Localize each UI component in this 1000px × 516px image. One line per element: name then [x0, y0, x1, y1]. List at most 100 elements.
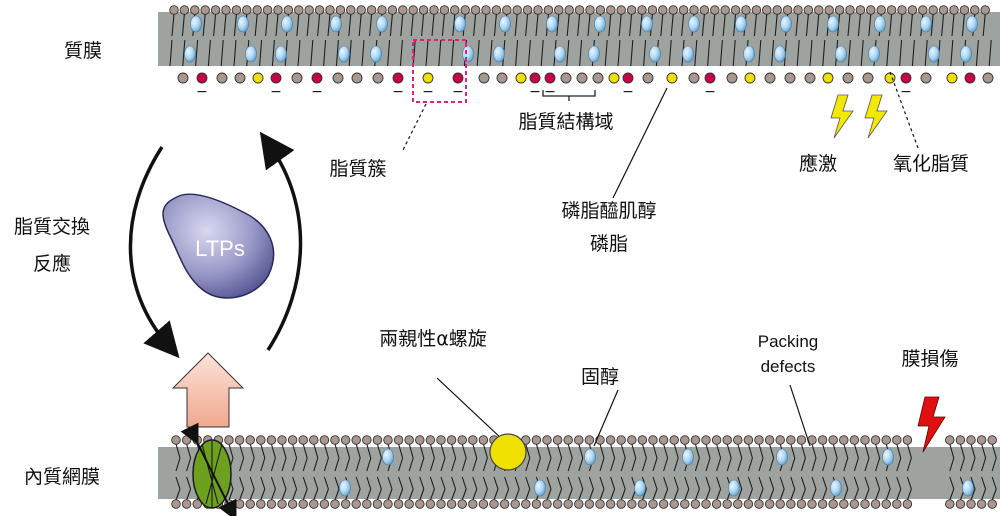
lipid-tail	[429, 457, 435, 472]
lipid-head	[976, 499, 987, 509]
lipid-tail	[753, 13, 757, 37]
yellow-lipid-head	[252, 72, 264, 84]
lipid-tail	[949, 443, 955, 459]
lipid-tail	[249, 476, 255, 490]
lipid-tail	[348, 39, 352, 67]
lipid-head	[733, 499, 743, 509]
lipid-head	[730, 5, 741, 15]
amphipathic-helix-label: 兩親性α螺旋	[379, 328, 487, 350]
lipid-head	[980, 5, 990, 15]
lipid-tail	[712, 13, 716, 37]
lipid-head	[678, 5, 689, 15]
charged-lipid-head	[622, 72, 634, 84]
lipid-tail	[737, 443, 743, 459]
lipid-head	[256, 499, 266, 509]
lipid-head	[372, 499, 383, 509]
lipid-tail	[323, 476, 329, 490]
lipid-tail	[822, 488, 828, 501]
lipid-tail	[673, 476, 679, 490]
lipid-head	[404, 499, 414, 509]
lipid-head	[221, 5, 231, 15]
sterol	[237, 15, 249, 33]
lipid-tail	[663, 457, 669, 472]
lipid-head	[982, 72, 994, 84]
lipid-head	[398, 5, 408, 15]
lipid-tail	[758, 488, 764, 501]
lipid-head	[966, 499, 976, 509]
lipid-tail	[376, 443, 382, 459]
lipid-head	[928, 5, 938, 15]
lipid-tail	[843, 443, 849, 459]
lipid-head	[245, 499, 255, 509]
lipid-tail	[577, 13, 581, 37]
lipid-tail	[811, 488, 817, 501]
lipid-tail	[271, 39, 275, 67]
lipid-head	[855, 5, 866, 15]
lipid-head	[945, 435, 955, 445]
lipid-tail	[317, 13, 321, 37]
sterol	[330, 15, 342, 33]
lipid-tail	[557, 457, 563, 472]
lipid-head	[881, 435, 891, 445]
sterol	[554, 45, 566, 63]
lipid-tail	[493, 488, 499, 501]
sterol	[339, 479, 351, 497]
lipid-tail	[832, 443, 838, 459]
stress-label: 應激	[799, 152, 837, 175]
lipid-head	[563, 499, 573, 509]
lipid-tail	[408, 488, 414, 501]
lipid-head	[726, 72, 738, 84]
lipid-head	[804, 72, 816, 84]
charged-lipid-head	[452, 72, 464, 84]
lipid-tail	[599, 443, 605, 459]
lipid-head	[892, 499, 902, 509]
lipid-tail	[868, 13, 872, 37]
lipid-tail	[779, 488, 785, 501]
lipid-tail	[376, 488, 382, 501]
lipid-head	[521, 499, 531, 509]
lipid-head	[291, 72, 303, 84]
lipid-tail	[239, 488, 245, 501]
lipid-tail	[296, 13, 300, 37]
lipid-tail	[440, 476, 446, 490]
lipid-head	[478, 72, 490, 84]
sterol	[370, 45, 382, 63]
lipid-head	[351, 499, 361, 509]
lipid-head	[669, 499, 679, 509]
sterol	[776, 448, 788, 466]
lipid-tail	[641, 488, 647, 501]
lipid-cluster-box	[412, 39, 467, 103]
lipid-tail	[419, 488, 425, 501]
lipid-tail	[864, 457, 870, 472]
lipid-head	[298, 499, 308, 509]
lipid-head	[531, 435, 542, 445]
lipid-tail	[504, 488, 510, 501]
lightning-icon	[864, 94, 888, 139]
lipid-head	[181, 435, 192, 445]
lipid-tail	[673, 457, 679, 472]
lipid-tail	[853, 443, 859, 459]
charged-lipid-head	[704, 72, 716, 84]
lipid-tail	[620, 443, 626, 459]
lipid-head	[425, 435, 436, 445]
lipid-tail	[620, 476, 626, 490]
lipid-tail	[419, 443, 425, 459]
sterol	[584, 448, 596, 466]
lipid-tail	[822, 476, 828, 490]
lipid-tail	[281, 488, 287, 501]
lipid-head	[754, 499, 764, 509]
lipid-head	[845, 5, 855, 15]
lipid-tail	[684, 488, 690, 501]
lipid-tail	[790, 488, 796, 501]
lipid-head	[491, 5, 502, 15]
lipid-head	[907, 5, 918, 15]
lipid-head	[606, 5, 616, 15]
sterol	[649, 45, 661, 63]
lipid-tail	[355, 488, 361, 501]
lipid-tail	[875, 443, 881, 459]
lipid-tail	[737, 476, 743, 490]
lipid-tail	[832, 457, 838, 472]
lipid-head	[669, 435, 679, 445]
lipid-tail	[970, 476, 976, 490]
lipid-head	[372, 72, 384, 84]
